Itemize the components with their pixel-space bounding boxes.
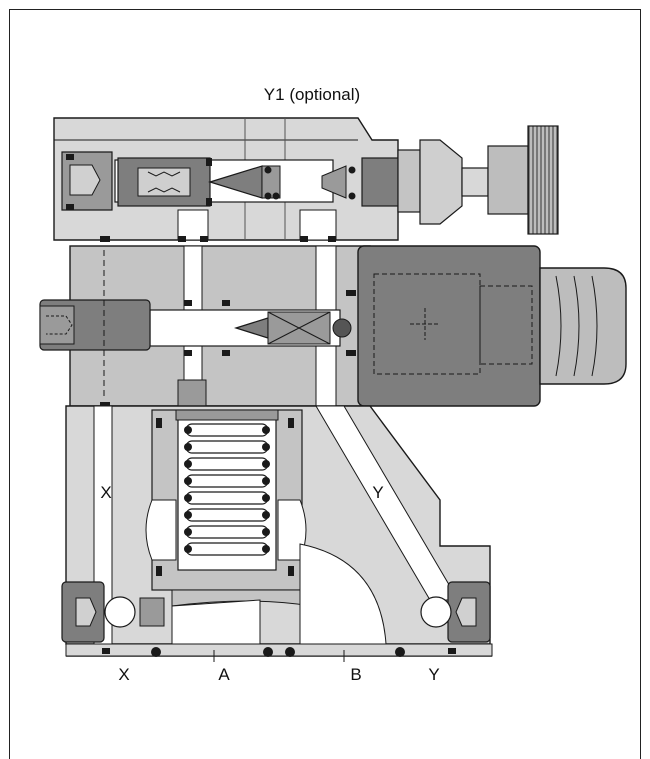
label-port-b: B [350,665,361,684]
pilot-valve-block [53,117,559,242]
proportional-pilot-block [39,245,371,408]
label-port-a: A [218,665,230,684]
figure-frame [9,9,641,759]
main-spring [184,423,270,556]
label-port-y: Y [428,665,439,684]
label-channel-y: Y [372,483,383,502]
main-valve-body [61,405,493,662]
solenoid-actuator [357,245,627,407]
label-y1-optional: Y1 (optional) [264,85,360,104]
label-port-x: X [118,665,129,684]
label-channel-x: X [100,483,111,502]
